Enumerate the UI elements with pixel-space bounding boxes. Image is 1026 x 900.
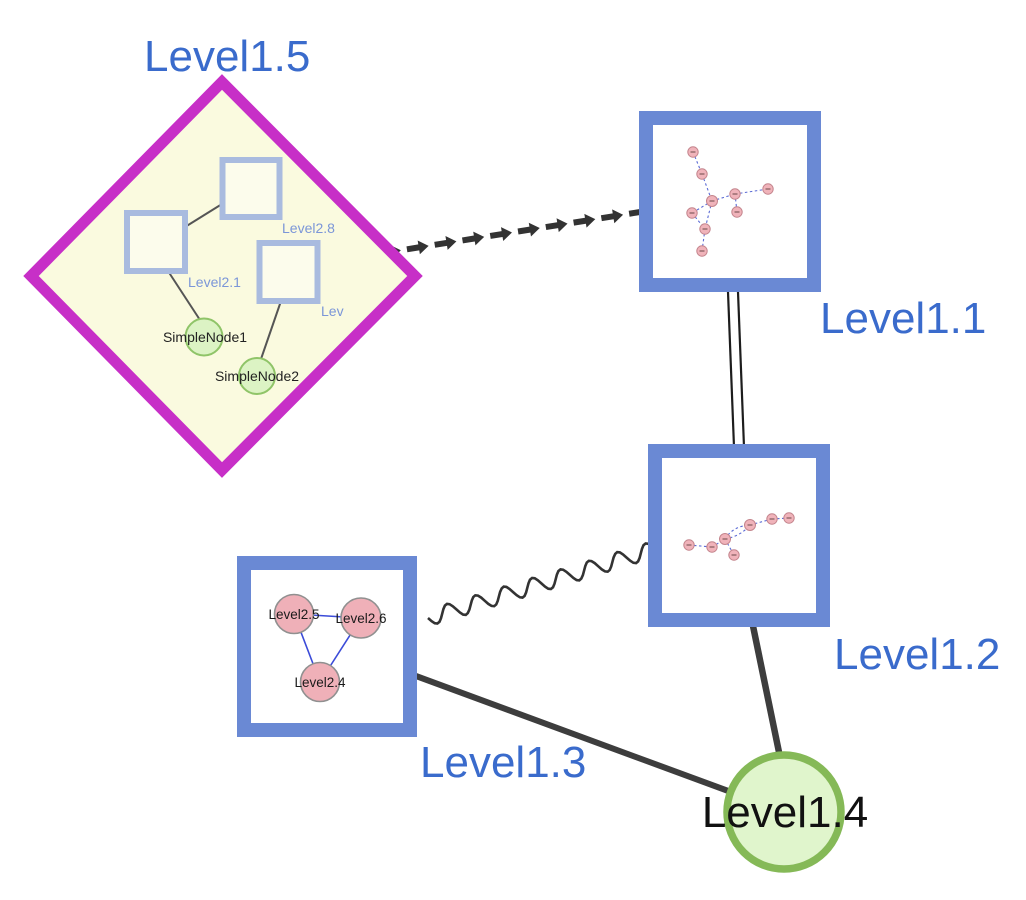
node-level14[interactable] xyxy=(723,751,845,873)
label-lev: Lev xyxy=(321,303,344,319)
label-simplenode1: SimpleNode1 xyxy=(163,329,247,345)
edge-level21-to-level28[interactable] xyxy=(184,203,223,228)
node-level12-group[interactable] xyxy=(648,444,830,627)
node-level28-square[interactable] xyxy=(219,157,283,220)
node-level11-group[interactable] xyxy=(639,111,821,292)
node-level24[interactable] xyxy=(299,661,341,703)
label-level25: Level2.5 xyxy=(268,607,319,622)
label-level26: Level2.6 xyxy=(335,611,386,626)
label-level11: Level1.1 xyxy=(820,294,986,343)
level11-square-shape[interactable] xyxy=(639,111,821,292)
node-simplenode2[interactable] xyxy=(238,357,276,395)
edge-level12-to-level14[interactable] xyxy=(749,625,784,758)
node-level15-group[interactable]: Level2.8 Level2.1 Lev SimpleNode1 Simple… xyxy=(23,74,423,478)
level12-minigraph-node-marks xyxy=(686,517,792,556)
node-level25[interactable] xyxy=(273,593,315,635)
level12-square-shape[interactable] xyxy=(648,444,830,627)
edge-level13-to-level12[interactable] xyxy=(427,542,656,625)
edge-level21-to-simplenode1[interactable] xyxy=(167,270,201,321)
edge-level15-to-level11[interactable] xyxy=(378,203,652,260)
level15-diamond-shape[interactable] xyxy=(23,74,423,478)
node-level21-square[interactable] xyxy=(124,210,188,274)
edge-level11-to-level12[interactable] xyxy=(726,291,746,448)
node-level13-group[interactable]: Level2.5 Level2.6 Level2.4 xyxy=(237,556,417,737)
label-level15: Level1.5 xyxy=(144,32,310,81)
label-level28: Level2.8 xyxy=(282,220,335,236)
edge-level13-to-level14[interactable] xyxy=(414,673,733,795)
label-level13: Level1.3 xyxy=(420,738,586,787)
label-level14: Level1.4 xyxy=(702,788,868,837)
node-level26[interactable] xyxy=(340,597,382,639)
label-level24: Level2.4 xyxy=(294,675,346,690)
level13-square-shape[interactable] xyxy=(237,556,417,737)
label-level12: Level1.2 xyxy=(834,630,1000,679)
node-lev-square[interactable] xyxy=(256,240,321,304)
label-level21: Level2.1 xyxy=(188,274,241,290)
edge-lev-to-simplenode2[interactable] xyxy=(260,300,282,360)
node-simplenode1[interactable] xyxy=(184,317,224,357)
label-simplenode2: SimpleNode2 xyxy=(215,368,299,384)
level11-minigraph-node-marks xyxy=(689,151,771,252)
